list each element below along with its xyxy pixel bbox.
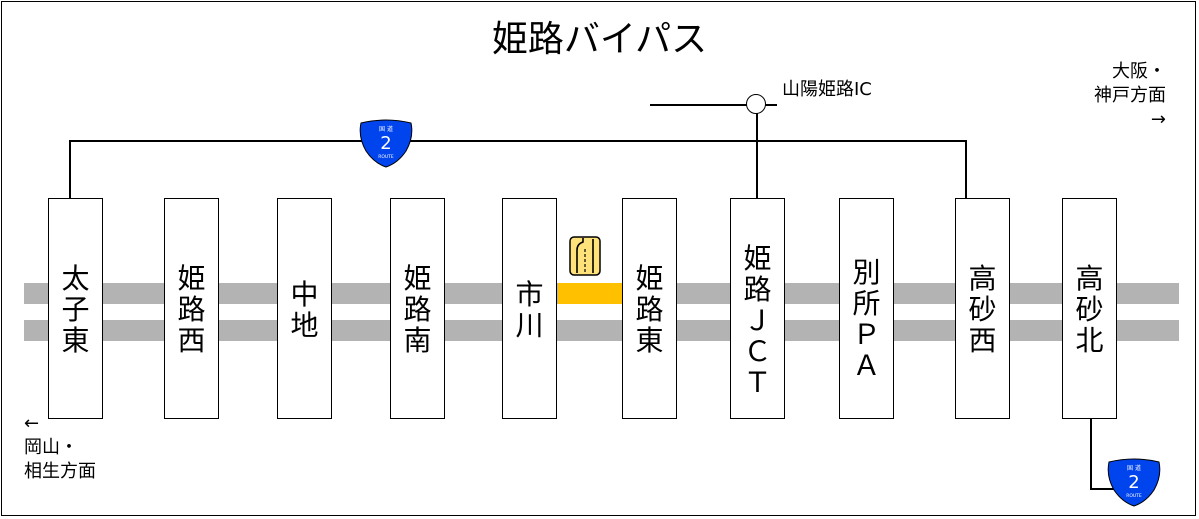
national-route-shield-icon: 国 道 2 ROUTE — [1107, 458, 1161, 507]
interchange-name: 高砂西 — [968, 262, 997, 357]
shield-bottom-text: ROUTE — [1126, 493, 1142, 499]
west-direction-line2: 相生方面 — [24, 461, 96, 482]
national-route-shield-icon: 国 道 2 ROUTE — [359, 119, 413, 168]
east-direction-line2: 神戸方面 — [1094, 85, 1166, 106]
interchange-name: 市川 — [515, 278, 544, 342]
interchange-box: 市川 — [502, 198, 557, 419]
interchange-name: 高砂北 — [1075, 262, 1104, 357]
east-direction-label: 大阪・ 神戸方面 → — [1076, 60, 1166, 132]
connector-line — [1090, 419, 1092, 489]
interchange-box: 姫路東 — [622, 198, 677, 419]
left-arrow-icon: ← — [24, 413, 40, 434]
interchange-box: 姫路西 — [164, 198, 219, 419]
highlighted-section — [558, 283, 622, 304]
right-arrow-icon: → — [1150, 109, 1166, 130]
interchange-box: 高砂西 — [955, 198, 1010, 419]
interchange-name: 姫路東 — [635, 262, 664, 357]
interchange-name: 中地 — [290, 278, 319, 342]
diagram-title: 姫路バイパス — [491, 19, 708, 60]
sanyo-expressway-line — [650, 104, 777, 106]
west-direction-line1: 岡山・ — [24, 437, 78, 458]
interchange-name: 太子東 — [61, 262, 90, 357]
east-direction-line1: 大阪・ — [1112, 61, 1166, 82]
shield-number: 2 — [1128, 472, 1139, 493]
west-direction-label: ← 岡山・ 相生方面 — [24, 412, 96, 484]
interchange-box: 太子東 — [48, 198, 103, 419]
shield-number: 2 — [380, 133, 391, 154]
connector-line — [1090, 488, 1114, 490]
interchange-name: 姫路西 — [177, 262, 206, 357]
connector-line — [756, 104, 758, 198]
interchange-box: 姫路南 — [390, 198, 445, 419]
interchange-box: 高砂北 — [1062, 198, 1117, 419]
sanyo-ic-label: 山陽姫路IC — [782, 79, 872, 100]
interchange-box: 中地 — [277, 198, 332, 419]
junction-circle — [746, 94, 766, 114]
connector-line — [965, 140, 967, 198]
connector-line — [69, 140, 71, 198]
road-narrowing-sign-icon — [569, 236, 601, 276]
shield-top-text: 国 道 — [1127, 464, 1141, 472]
shield-bottom-text: ROUTE — [378, 154, 394, 160]
shield-top-text: 国 道 — [379, 125, 393, 133]
route-2-line — [69, 140, 966, 142]
interchange-name: 姫路南 — [403, 262, 432, 357]
